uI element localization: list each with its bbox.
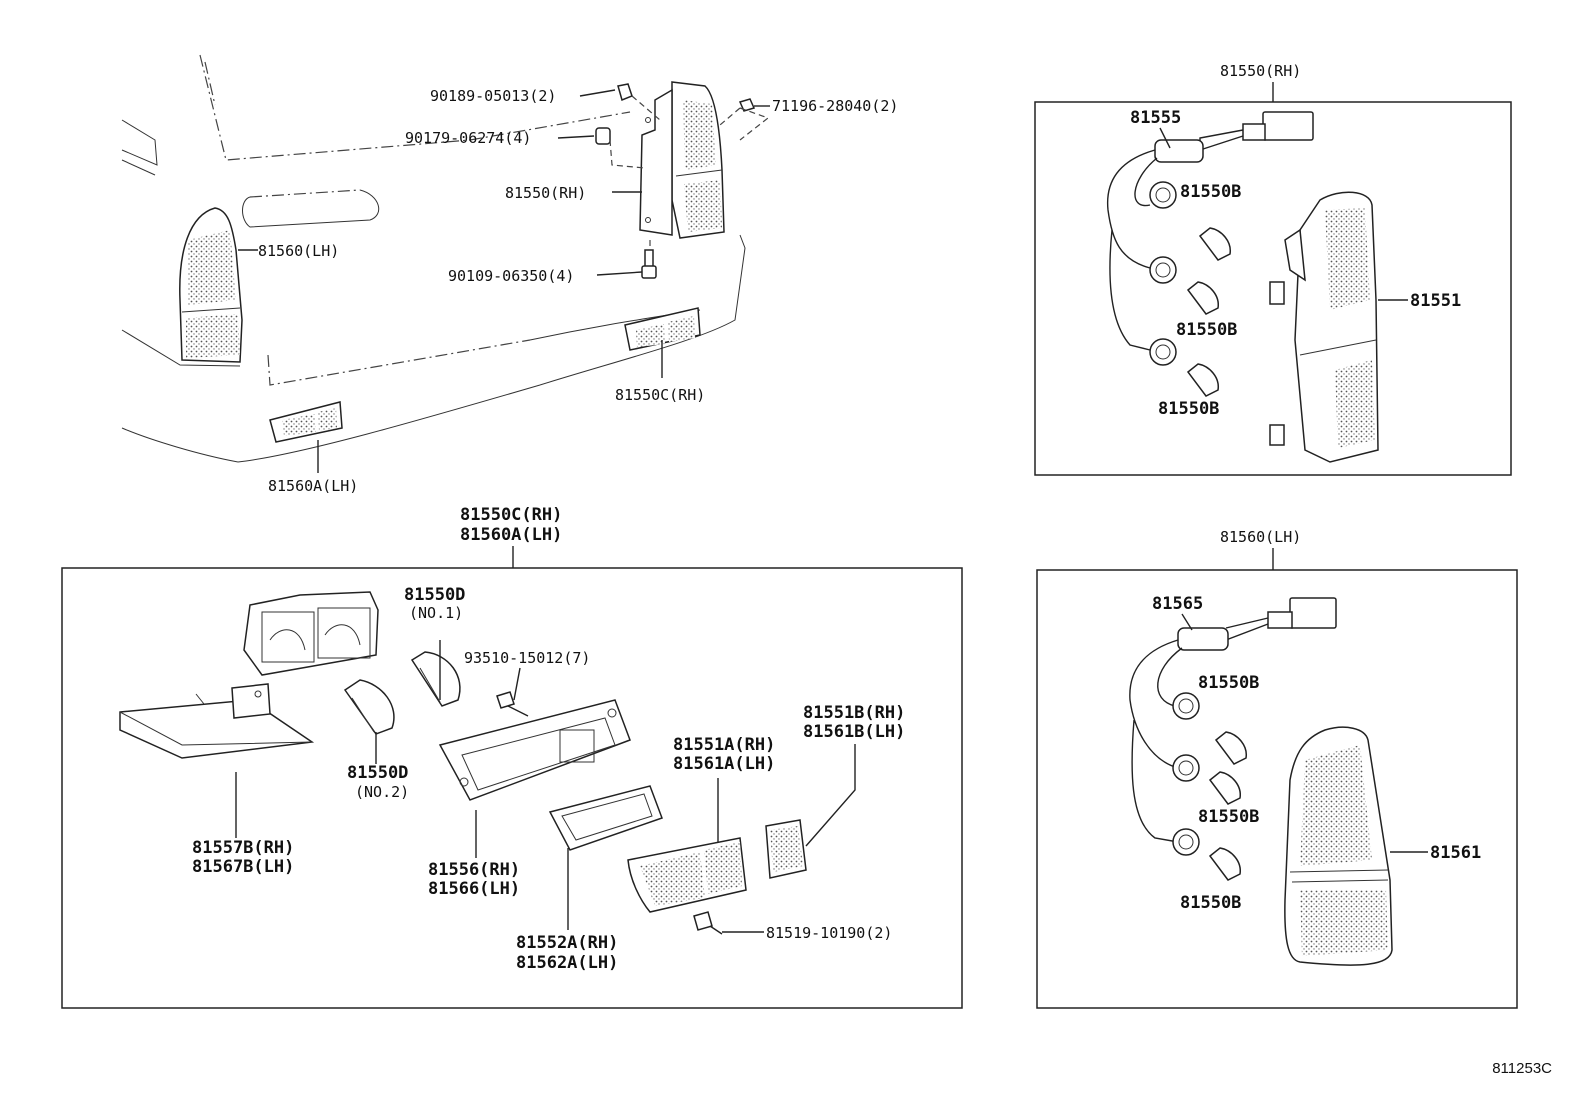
label-81562a: 81562A(LH) bbox=[516, 953, 618, 973]
label-81566: 81566(LH) bbox=[428, 879, 520, 899]
rh-bulb-1 bbox=[1198, 227, 1231, 261]
rh-socket-2 bbox=[1149, 256, 1177, 284]
label-81550d-no1-sub: (NO.1) bbox=[409, 604, 463, 622]
label-81550b-2: 81550B bbox=[1176, 320, 1237, 340]
screw-93510 bbox=[496, 691, 529, 717]
label-81560a-main: 81560A(LH) bbox=[268, 477, 358, 495]
label-81550b-1: 81550B bbox=[1180, 182, 1241, 202]
label-81561a: 81561A(LH) bbox=[673, 754, 775, 774]
lh-tail-lamp-assembly-box: 81560(LH) bbox=[1036, 528, 1518, 1009]
lh-tail-lamp-installed bbox=[179, 207, 243, 363]
label-81550c-main: 81550C(RH) bbox=[615, 386, 705, 404]
label-81550d-no2-sub: (NO.2) bbox=[355, 783, 409, 801]
rh-socket-1 bbox=[1149, 181, 1177, 209]
screw-81519 bbox=[693, 911, 723, 935]
rh-socket-harness bbox=[1106, 111, 1314, 351]
label-81551: 81551 bbox=[1410, 291, 1461, 311]
gasket-81552a bbox=[548, 785, 663, 851]
label-81550-rh-main: 81550(RH) bbox=[505, 184, 586, 202]
lh-socket-1 bbox=[1172, 692, 1200, 720]
diagram-reference-code: 811253C bbox=[1492, 1060, 1552, 1077]
box-lh-title: 81560(LH) bbox=[1220, 528, 1301, 546]
license-lamp-housing bbox=[243, 591, 379, 676]
lh-lens-81561 bbox=[1284, 726, 1393, 966]
lh-bulb-2 bbox=[1208, 771, 1241, 805]
label-81551a: 81551A(RH) bbox=[673, 735, 775, 755]
labels-top-left: 90189-05013(2) 71196-28040(2) 90179-0627… bbox=[238, 87, 898, 495]
label-81551b: 81551B(RH) bbox=[803, 703, 905, 723]
lens-81551b bbox=[765, 819, 807, 879]
label-93510: 93510-15012(7) bbox=[464, 649, 590, 667]
label-90109: 90109-06350(4) bbox=[448, 267, 574, 285]
bulb-81550d-no2 bbox=[343, 679, 395, 735]
label-81519: 81519-10190(2) bbox=[766, 924, 892, 942]
rh-bulb-2 bbox=[1186, 281, 1219, 315]
label-81561: 81561 bbox=[1430, 843, 1481, 863]
box-lic-title-2: 81560A(LH) bbox=[460, 525, 562, 545]
label-81550d-no1: 81550D bbox=[404, 585, 465, 605]
rh-lens-81551 bbox=[1269, 191, 1379, 463]
label-81550b-6: 81550B bbox=[1180, 893, 1241, 913]
lh-socket-2 bbox=[1172, 754, 1200, 782]
rh-tail-lamp-exploded bbox=[639, 81, 725, 239]
lens-81551a bbox=[627, 837, 747, 913]
lamp-frame-81556 bbox=[438, 699, 631, 801]
box-rh-title: 81550(RH) bbox=[1220, 62, 1301, 80]
label-81550b-3: 81550B bbox=[1158, 399, 1219, 419]
label-81556: 81556(RH) bbox=[428, 860, 520, 880]
rh-tail-lamp-assembly-box: 81550(RH) bbox=[1034, 62, 1512, 476]
rh-license-lamp-installed bbox=[624, 307, 701, 351]
bulb-81550d-no1 bbox=[410, 651, 461, 707]
label-71196: 71196-28040(2) bbox=[772, 97, 898, 115]
rh-bulb-3 bbox=[1186, 363, 1219, 397]
label-81555: 81555 bbox=[1130, 108, 1181, 128]
lh-socket-harness bbox=[1129, 597, 1337, 843]
fastener-grommet-90179 bbox=[595, 127, 611, 145]
lh-license-lamp-installed bbox=[269, 401, 343, 443]
fastener-screw-90109 bbox=[641, 249, 657, 279]
box-lic-title-1: 81550C(RH) bbox=[460, 505, 562, 525]
lh-bulb-3 bbox=[1208, 847, 1241, 881]
label-81557b: 81557B(RH) bbox=[192, 838, 294, 858]
label-81550b-5: 81550B bbox=[1198, 807, 1259, 827]
label-81560-lh-main: 81560(LH) bbox=[258, 242, 339, 260]
label-81561b: 81561B(LH) bbox=[803, 722, 905, 742]
lh-socket-3 bbox=[1172, 828, 1200, 856]
label-81550b-4: 81550B bbox=[1198, 673, 1259, 693]
label-90189: 90189-05013(2) bbox=[430, 87, 556, 105]
vehicle-rear-view bbox=[121, 54, 770, 463]
lh-bulb-1 bbox=[1214, 731, 1247, 765]
fastener-clip-90189 bbox=[617, 83, 633, 102]
label-81552a: 81552A(RH) bbox=[516, 933, 618, 953]
fastener-nut-71196 bbox=[738, 98, 756, 112]
license-lamp-bracket bbox=[119, 683, 315, 759]
label-81565: 81565 bbox=[1152, 594, 1203, 614]
label-90179: 90179-06274(4) bbox=[405, 129, 531, 147]
rh-socket-3 bbox=[1149, 338, 1177, 366]
label-81550d-no2: 81550D bbox=[347, 763, 408, 783]
license-lamp-assembly-box: 81550C(RH) 81560A(LH) bbox=[61, 505, 963, 1009]
label-81567b: 81567B(LH) bbox=[192, 857, 294, 877]
